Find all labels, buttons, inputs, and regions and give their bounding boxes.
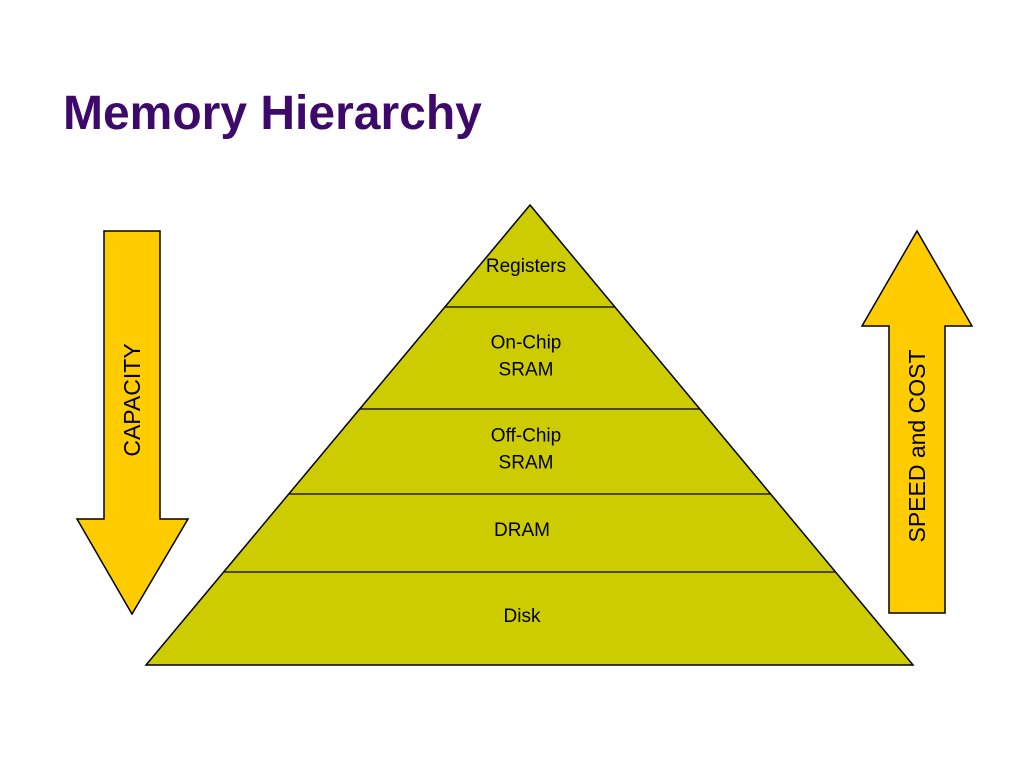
pyramid-level-line: SRAM	[499, 453, 554, 474]
pyramid-level-label: DRAM	[494, 520, 550, 541]
pyramid-level-label: Registers	[486, 256, 566, 277]
capacity-arrow-shape	[75, 230, 190, 616]
pyramid-level-line: On-Chip	[491, 333, 562, 354]
capacity-arrow-label: CAPACITY	[119, 343, 145, 456]
pyramid-level-line: Off-Chip	[491, 426, 561, 447]
capacity-arrow: CAPACITY	[75, 230, 190, 616]
pyramid-level-line: Registers	[486, 256, 566, 277]
speed-cost-arrow-label: SPEED and COST	[904, 349, 930, 542]
pyramid-level-line: DRAM	[494, 520, 550, 541]
pyramid-level-label: Disk	[504, 606, 541, 627]
pyramid-level-line: Disk	[504, 606, 541, 627]
speed-cost-arrow-shape	[860, 229, 974, 614]
speed-cost-arrow: SPEED and COST	[860, 229, 974, 614]
pyramid-dividers	[223, 306, 836, 573]
slide-title: Memory Hierarchy	[63, 87, 482, 140]
pyramid-level-line: SRAM	[499, 360, 554, 381]
pyramid-shape	[144, 203, 915, 666]
